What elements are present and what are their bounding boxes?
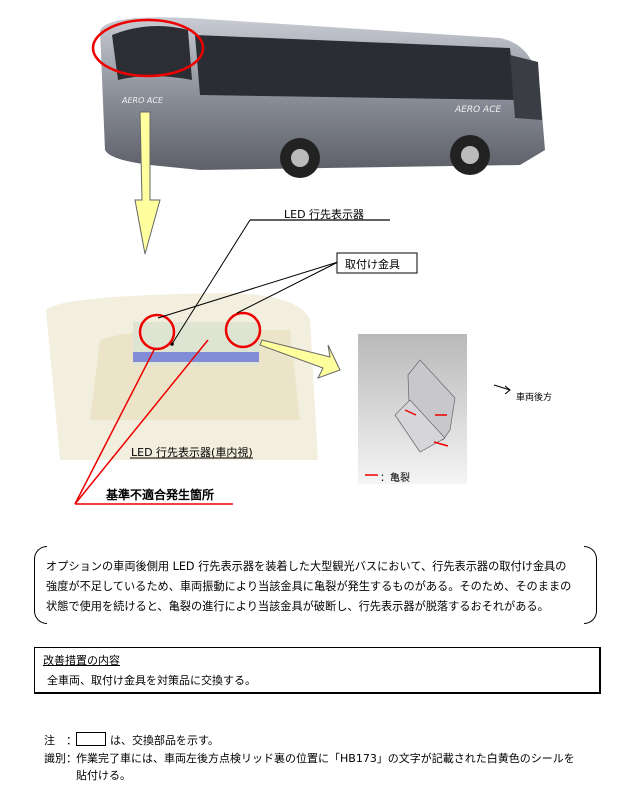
replacement-part-swatch (76, 732, 106, 746)
identification-text: 作業完了車には、車両左後方点検リッド裏の位置に「HB173」の文字が記載された白… (76, 752, 575, 765)
crack-legend-label: ：亀裂 (380, 473, 410, 484)
remedy-title: 改善措置の内容 (43, 654, 120, 667)
remedy-box: 改善措置の内容 全車両、取付け金具を対策品に交換する。 (34, 647, 601, 694)
description-line: 強度が不足しているため、車両振動により当該金具に亀裂が発生するものがある。そのた… (46, 580, 572, 593)
bus-logo: AERO ACE (121, 96, 164, 105)
remedy-body: 全車両、取付け金具を対策品に交換する。 (47, 674, 256, 687)
defect-location-label: 基準不適合発生箇所 (106, 488, 215, 502)
highlight-ellipse (91, 18, 205, 78)
note-text: は、交換部品を示す。 (110, 734, 219, 747)
description-bracket-right (584, 546, 597, 624)
defect-circle-right (224, 311, 262, 349)
vehicle-rear-label: 車両後方 (516, 393, 553, 403)
right-arrow (259, 339, 341, 379)
bracket-label: 取付け金具 (345, 258, 400, 271)
bracket-detail-image (358, 334, 467, 484)
note-label: 注 ： (44, 734, 77, 747)
rear-direction-arrow (493, 384, 511, 395)
led-display-label: LED 行先表示器 (284, 208, 365, 221)
interior-view-caption: LED 行先表示器(車内視) (131, 446, 253, 459)
identification-text-cont: 貼付ける。 (76, 769, 131, 782)
description-line: オプションの車両後側用 LED 行先表示器を装着した大型観光バスにおいて、行先表… (46, 560, 567, 573)
interior-view-image (46, 293, 318, 460)
description-line: 状態で使用を続けると、亀裂の進行により当該金具が破断し、行先表示器が脱落するおそ… (46, 600, 549, 613)
bus-logo-side: AERO ACE (454, 105, 501, 115)
defect-description: オプションの車両後側用 LED 行先表示器を装着した大型観光バスにおいて、行先表… (46, 557, 571, 617)
identification-label: 識別： (44, 752, 77, 765)
defect-circle-left (138, 313, 176, 351)
recall-diagram: AERO ACE AERO ACE (46, 17, 545, 505)
down-arrow (134, 111, 161, 255)
bracket-label-box (336, 252, 418, 274)
bus-image (100, 17, 545, 178)
